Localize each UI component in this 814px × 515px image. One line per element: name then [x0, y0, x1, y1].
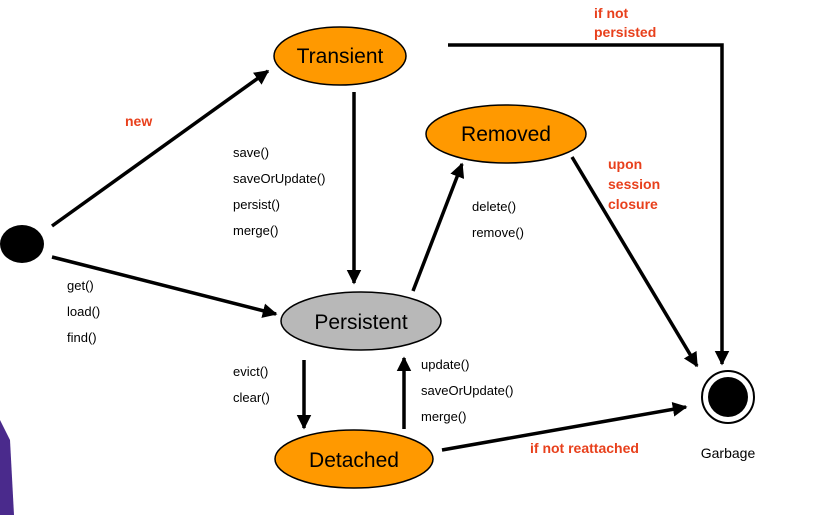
edge-start-to-persistent: [51, 255, 278, 318]
edge-transient-to-garbage: [448, 43, 730, 366]
state-detached: Detached: [274, 429, 434, 489]
label-upon-session-closure-line3: closure: [608, 196, 658, 212]
edge-removed-to-garbage: [570, 156, 699, 368]
edge-start-to-transient: [50, 69, 270, 228]
method-get: get(): [67, 278, 94, 293]
label-if-not-reattached: if not reattached: [530, 440, 639, 456]
method-find: find(): [67, 330, 97, 345]
state-transient-label: Transient: [297, 45, 384, 68]
label-new: new: [125, 113, 152, 129]
initial-state-node: [0, 225, 44, 263]
label-if-not-persisted-line2: persisted: [594, 24, 656, 40]
method-update: update(): [421, 357, 469, 372]
state-persistent-label: Persistent: [314, 311, 408, 334]
method-load: load(): [67, 304, 100, 319]
state-removed: Removed: [425, 104, 587, 164]
final-state-garbage: [701, 370, 755, 424]
method-save: save(): [233, 145, 269, 160]
method-persist: persist(): [233, 197, 280, 212]
state-removed-label: Removed: [461, 123, 551, 146]
label-if-not-persisted-line1: if not: [594, 5, 629, 21]
method-save-or-update: saveOrUpdate(): [233, 171, 325, 186]
label-upon-session-closure-line2: session: [608, 176, 660, 192]
method-merge: merge(): [233, 223, 279, 238]
decorative-corner-shape: [0, 420, 14, 515]
method-clear: clear(): [233, 390, 270, 405]
edge-persistent-to-removed: [411, 162, 465, 292]
state-transient: Transient: [273, 26, 407, 86]
method-remove: remove(): [472, 225, 524, 240]
method-evict: evict(): [233, 364, 268, 379]
state-detached-label: Detached: [309, 449, 399, 472]
method-save-or-update-detached: saveOrUpdate(): [421, 383, 513, 398]
edge-detached-to-garbage: [441, 402, 688, 452]
state-persistent: Persistent: [280, 291, 442, 351]
method-delete: delete(): [472, 199, 516, 214]
label-upon-session-closure-line1: upon: [608, 156, 642, 172]
method-merge-detached: merge(): [421, 409, 467, 424]
garbage-label: Garbage: [701, 445, 756, 461]
